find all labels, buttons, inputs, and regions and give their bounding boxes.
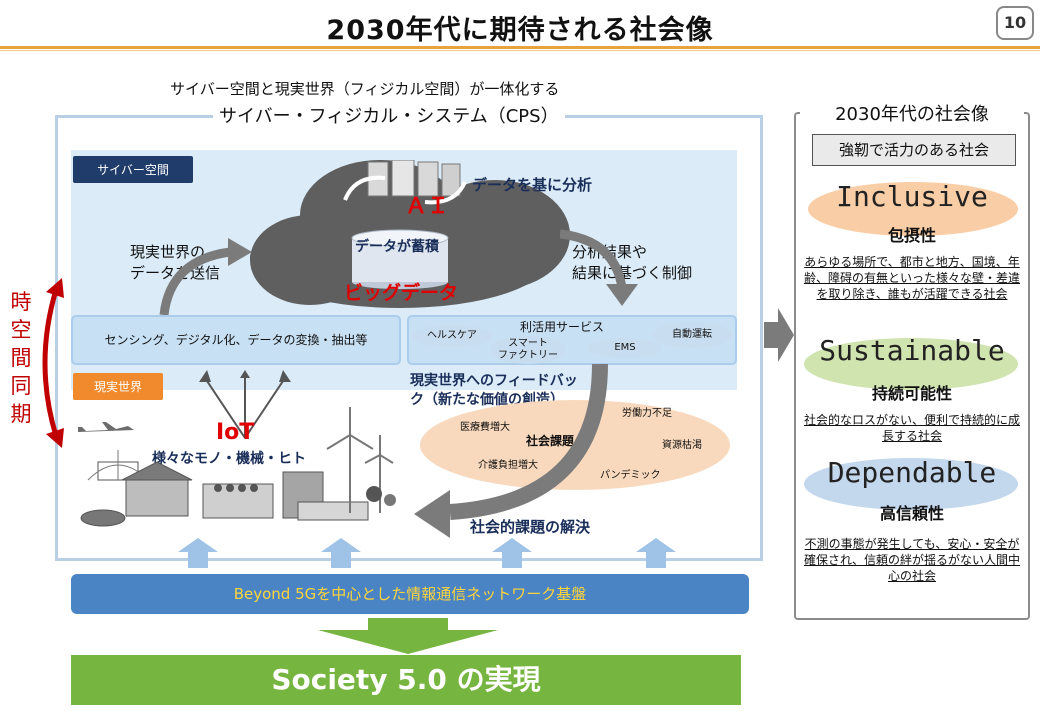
dependable-oval [804, 458, 1018, 510]
send-data-label: 現実世界の データを送信 [130, 243, 221, 282]
service-smart-factory: スマート ファクトリー [490, 336, 566, 364]
sensing-label: センシング、デジタル化、データの変換・抽出等 [104, 333, 368, 347]
service-healthcare: ヘルスケア [412, 325, 492, 347]
ai-label: ＡＩ [405, 194, 450, 219]
up-arrow-icon [321, 538, 361, 572]
gear-icon [360, 480, 400, 514]
time-space-sync-label: 時 空 間 同 期 [10, 290, 32, 426]
value-heading: 高信頼性 [879, 504, 944, 523]
value-heading: 包摂性 [887, 226, 936, 245]
cycle-arrow-icon [335, 170, 475, 214]
society-panel-title: 2030年代の社会像 [800, 100, 1024, 126]
cps-subtitle: サイバー空間と現実世界（フィジカル空間）が一体化する [170, 80, 560, 98]
value-word: Dependable [827, 456, 997, 489]
sync-arrow-icon [32, 278, 66, 452]
society50-goal: Society 5.0 の実現 [71, 655, 741, 705]
issue-item: 資源枯渇 [662, 440, 702, 451]
service-autonomous-driving: 自動運転 [652, 322, 732, 348]
cps-title: サイバー・フィジカル・システム（CPS） [213, 102, 565, 128]
control-arrow-icon [559, 222, 650, 316]
value-word: Sustainable [819, 334, 1005, 367]
header-rule-thin [0, 50, 1040, 51]
social-issues-title: 社会課題 [526, 434, 575, 448]
sensor-arrows-icon [185, 370, 305, 444]
sustainable-oval [804, 338, 1018, 390]
network-infrastructure-bar: Beyond 5Gを中心とした情報通信ネットワーク基盤 [71, 574, 749, 614]
value-heading: 持続可能性 [871, 384, 952, 403]
airplane-icon [76, 420, 136, 446]
feedback-arrow-icon [410, 362, 620, 546]
down-arrow-icon [318, 618, 498, 658]
database-icon [345, 228, 455, 294]
upload-arrow-icon [150, 230, 260, 324]
issue-item: 医療費増大 [460, 422, 510, 433]
value-description: 不測の事態が発生しても、安心・安全が確保され、信頼の絆が揺るがない人間中心の社会 [803, 537, 1021, 583]
society-tagline: 強靭で活力のある社会 [812, 134, 1016, 166]
sensing-bar [71, 315, 401, 365]
bigdata-label: ビッグデータ [344, 282, 459, 304]
iot-subtitle: 様々なモノ・機械・ヒト [152, 451, 306, 467]
iot-label: IoT [216, 420, 255, 445]
services-title: 利活用サービス [520, 320, 605, 334]
up-arrow-icon [636, 538, 676, 572]
city-illustration [78, 440, 408, 534]
real-world-tag: 現実世界 [73, 373, 163, 400]
issue-item: 介護負担増大 [478, 460, 538, 471]
page-title: 2030年代に期待される社会像 [326, 15, 714, 46]
header-rule [0, 46, 1040, 49]
cloud-shape [250, 215, 370, 305]
right-arrow-icon [764, 308, 794, 366]
value-description: あらゆる場所で、都市と地方、国境、年齢、障碍の有無といった様々な壁・差違を取り除… [803, 255, 1020, 301]
cyber-space-tag: サイバー空間 [73, 156, 193, 183]
value-word: Inclusive [836, 180, 988, 213]
inclusive-oval [808, 182, 1018, 236]
solution-label: 社会的課題の解決 [470, 518, 591, 536]
issue-item: 労働力不足 [622, 408, 672, 419]
service-ems: EMS [588, 338, 662, 358]
analysis-label: データを基に分析 [472, 176, 593, 194]
wind-turbine-icon [325, 405, 395, 519]
value-description: 社会的なロスがない、便利で持続的に成長する社会 [803, 413, 1020, 443]
accumulate-label: データが蓄積 [355, 239, 439, 255]
up-arrow-icon [492, 538, 532, 572]
issue-item: パンデミック [600, 470, 661, 481]
up-arrow-icon [178, 538, 218, 572]
page-number: 10 [996, 6, 1034, 40]
